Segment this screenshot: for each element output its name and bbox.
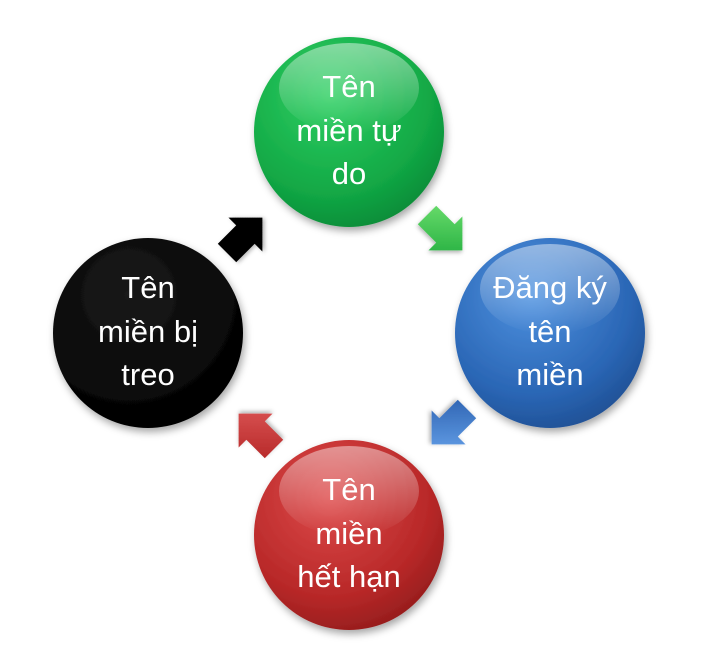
- node-domain-registration: Đăng ký tên miền: [455, 238, 645, 428]
- node-free-domain-line-1: Tên: [322, 69, 375, 104]
- node-expired-domain: Tên miền hết hạn: [254, 440, 444, 630]
- node-free-domain-line-3: do: [332, 156, 366, 191]
- node-domain-registration-line-2: tên: [528, 314, 571, 349]
- node-suspended-domain-line-3: treo: [121, 357, 174, 392]
- node-suspended-domain: Tên miền bị treo: [53, 238, 243, 428]
- arrow-suspended-to-free: [217, 217, 263, 263]
- node-domain-registration-line-3: miền: [516, 357, 583, 392]
- node-expired-domain-line-1: Tên: [322, 472, 375, 507]
- node-expired-domain-line-3: hết hạn: [297, 559, 400, 594]
- node-free-domain-line-2: miền tự: [296, 113, 401, 148]
- node-free-domain: Tên miền tự do: [254, 37, 444, 227]
- node-expired-domain-line-2: miền: [315, 516, 382, 551]
- node-domain-registration-line-1: Đăng ký: [493, 270, 607, 305]
- node-suspended-domain-line-2: miền bị: [98, 314, 198, 349]
- arrow-free-to-register: [417, 205, 463, 251]
- arrow-expired-to-suspended: [238, 413, 284, 459]
- node-suspended-domain-line-1: Tên: [121, 270, 174, 305]
- arrow-register-to-expired: [431, 399, 477, 445]
